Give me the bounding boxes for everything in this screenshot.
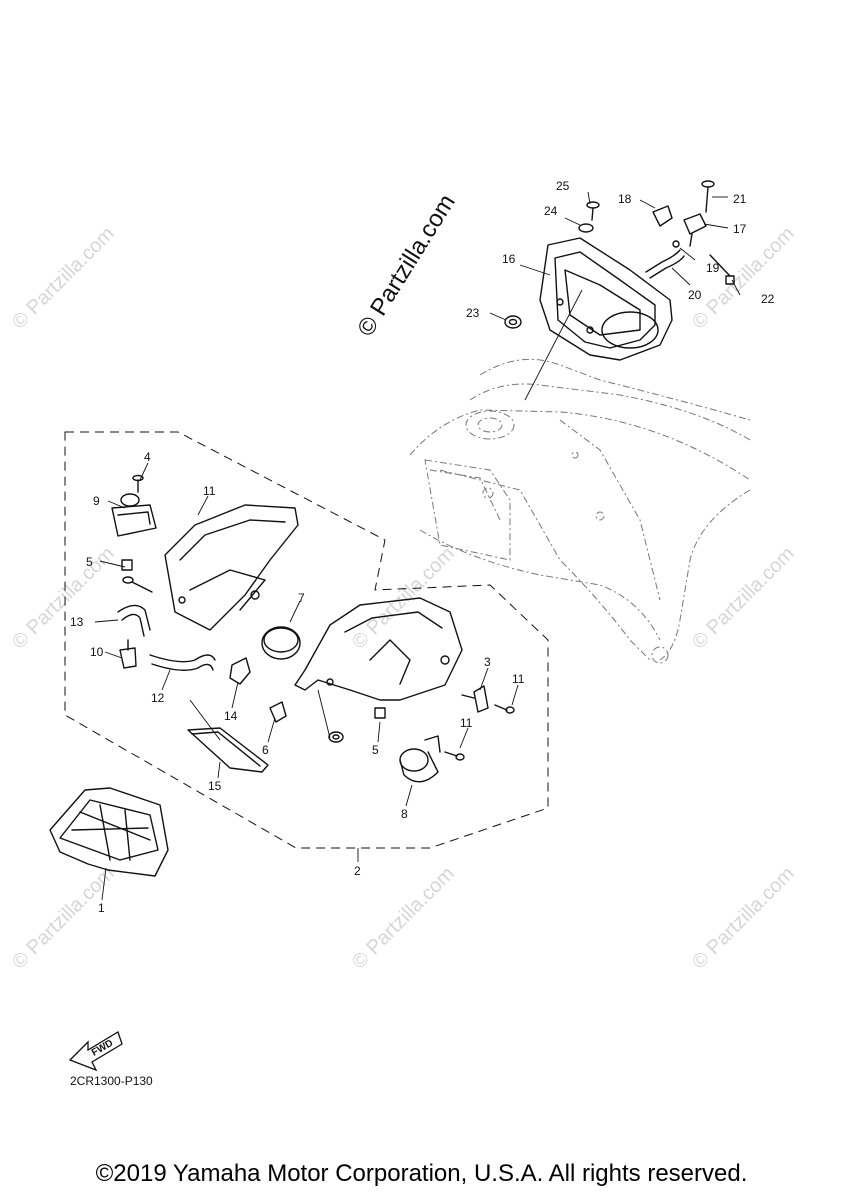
solenoid-valve-9 [111,474,157,537]
fwd-arrow-icon: FWD [68,1031,123,1072]
hose-13 [117,604,151,637]
cover-panel-1 [49,787,169,877]
copyright-notice: ©2019 Yamaha Motor Corporation, U.S.A. A… [95,1160,748,1187]
callout-14: 14 [224,709,238,723]
reference-code: 2CR1300-P130 [70,1074,153,1088]
watermark-text: © Partzilla.com [348,543,459,654]
bracket-housing [294,597,463,701]
callout-11c: 11 [460,716,473,730]
callout-11a: 11 [203,484,216,498]
watermark-text: © Partzilla.com [8,223,119,334]
fitting-3 [461,685,489,713]
sensor-8 [399,735,441,783]
watermark-text: © Partzilla.com [688,863,799,974]
callout-21: 21 [733,192,747,206]
callout-4: 4 [144,450,151,464]
hose-12 [149,654,216,671]
watermark-main: © Partzilla.com [352,190,461,341]
callout-7: 7 [298,591,305,605]
callout-20: 20 [688,288,702,302]
callout-12: 12 [151,691,165,705]
clip-6 [269,701,287,723]
hose-14 [229,657,251,685]
callout-5a: 5 [86,555,93,569]
hose-20 [645,249,685,279]
callout-2: 2 [354,864,361,878]
bolt-11c [444,751,465,761]
callout-3: 3 [484,655,491,669]
screw-25 [578,201,600,233]
callout-18: 18 [618,192,632,206]
plate-5a [121,559,133,571]
watermark-text: © Partzilla.com [348,863,459,974]
bolt-left [122,576,153,593]
watermark-text: © Partzilla.com [688,543,799,654]
bracket-18 [652,205,673,227]
watermark-grid: © Partzilla.com © Partzilla.com © Partzi… [8,223,799,974]
headlight-assembly [539,237,673,361]
leader-lines [94,191,741,901]
air-duct [164,504,299,631]
callout-17: 17 [733,222,747,236]
grommet [504,315,522,329]
callout-16: 16 [502,252,516,266]
callout-10: 10 [90,645,104,659]
watermark-text: © Partzilla.com [688,223,799,334]
callout-5b: 5 [372,743,379,757]
clip-19 [672,240,680,248]
callout-8: 8 [401,807,408,821]
cap-7 [261,626,301,660]
callout-19: 19 [706,261,720,275]
watermark-text: © Partzilla.com [8,863,119,974]
joint-10 [119,639,137,669]
holder-17 [683,213,707,247]
callout-11b: 11 [512,672,525,686]
bolt-21 [701,180,715,213]
callout-1: 1 [98,901,105,915]
callout-22: 22 [761,292,775,306]
nut [328,731,344,743]
frame-outline [409,358,751,664]
watermark-text: © Partzilla.com [8,543,119,654]
callout-25: 25 [556,179,570,193]
callout-labels: 25 24 18 21 17 19 20 22 16 23 4 9 11 5 7… [70,179,775,915]
callout-13: 13 [70,615,84,629]
callout-24: 24 [544,204,558,218]
cap-22 [709,254,735,285]
assembly-boundary [64,431,549,849]
callout-15: 15 [208,779,222,793]
callout-23: 23 [466,306,480,320]
seal-15 [187,727,269,773]
plate-5b [374,707,386,719]
bolt-11b [494,704,515,714]
callout-9: 9 [93,494,100,508]
callout-6: 6 [262,743,269,757]
